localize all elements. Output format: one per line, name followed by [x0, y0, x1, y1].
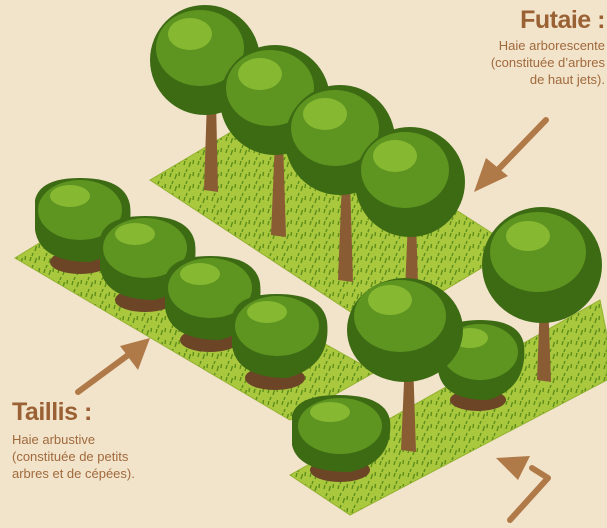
taillis-title: Taillis :: [12, 398, 92, 426]
taillis-desc-line: Haie arbustive: [12, 432, 96, 447]
mixed-hedge-shrub-front: [292, 395, 391, 482]
taillis-shrub-4: [232, 294, 328, 390]
taillis-desc-line: arbres et de cépées).: [12, 466, 135, 481]
taillis-description: Haie arbustive (constituée de petits arb…: [12, 431, 135, 482]
futaie-desc-line: (constituée d’arbres: [490, 55, 605, 70]
futaie-tree-4: [355, 127, 465, 317]
taillis-arrow: [75, 338, 150, 395]
futaie-description: Haie arborescente (constituée d’arbres d…: [491, 37, 605, 88]
taillis-desc-line: (constituée de petits: [12, 449, 129, 464]
taillis-shrub-3: [165, 256, 261, 352]
futaie-desc-line: Haie arborescente: [498, 38, 605, 53]
futaie-title: Futaie :: [520, 6, 605, 34]
taillis-label: Taillis : Haie arbustive (constituée de …: [12, 398, 135, 482]
futaie-tree-3: [285, 85, 395, 282]
futaie-desc-line: de haut jets).: [529, 72, 605, 87]
mixed-hedge-tall-tree-back: [482, 207, 602, 382]
futaie-label: Futaie : Haie arborescente (constituée d…: [491, 6, 606, 88]
mixed-hedge-arrow: [496, 456, 551, 523]
mixed-hedge-tall-tree-front: [347, 278, 463, 452]
futaie-arrow: [474, 117, 549, 192]
